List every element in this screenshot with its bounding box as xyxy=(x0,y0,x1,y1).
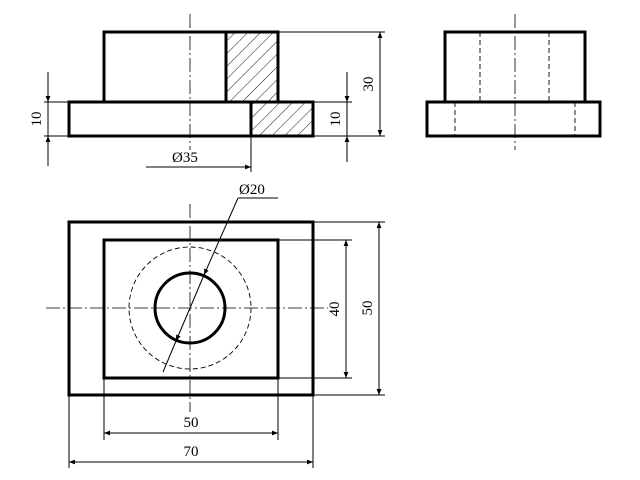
dim-text-base-width: 70 xyxy=(184,444,199,460)
dim-text-bore-diameter: Ø35 xyxy=(172,150,198,166)
front-base-outline xyxy=(67,100,315,138)
dim-text-hole-diameter: Ø20 xyxy=(239,182,265,198)
side-view xyxy=(425,14,602,150)
front-view xyxy=(67,14,315,150)
dim-text-boss-depth: 40 xyxy=(327,302,343,317)
top-view xyxy=(46,204,328,412)
dim-text-boss-width: 50 xyxy=(184,415,199,431)
top-base-outline xyxy=(67,220,315,397)
top-boss-outline xyxy=(102,238,280,380)
side-base-outline xyxy=(425,100,602,138)
dim-text-base-height: 10 xyxy=(29,112,45,127)
dim-text-base-height-right: 10 xyxy=(328,112,344,127)
dim-text-base-depth: 50 xyxy=(360,301,376,316)
front-section-hatch-lower xyxy=(251,102,313,136)
front-dimensions: 10 10 30 Ø35 xyxy=(29,31,385,172)
front-section-hatch-upper xyxy=(226,32,278,102)
top-dimensions: Ø20 40 50 50 70 xyxy=(68,182,385,468)
dim-text-total-height: 30 xyxy=(361,77,377,92)
